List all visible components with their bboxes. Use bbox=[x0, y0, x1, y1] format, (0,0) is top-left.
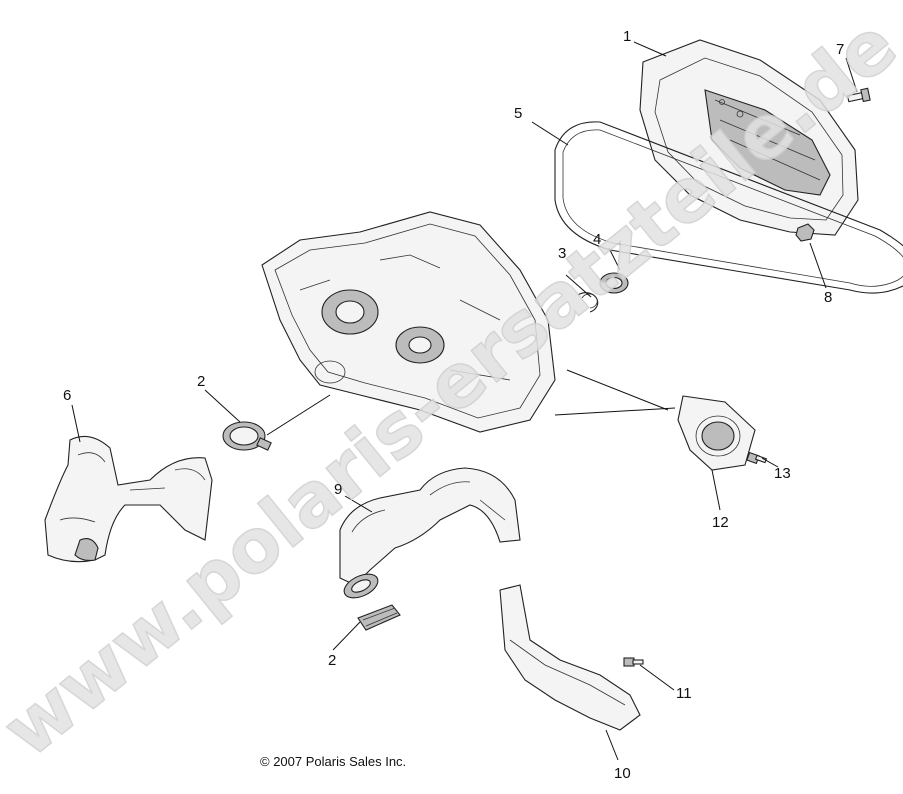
part-outer-clutch-cover bbox=[639, 39, 859, 236]
callout-1: 1 bbox=[623, 28, 631, 45]
part-screw-plate bbox=[746, 451, 768, 465]
callout-7: 7 bbox=[836, 41, 844, 58]
part-screw-shield bbox=[623, 657, 644, 667]
callout-5: 5 bbox=[514, 105, 522, 122]
part-drive-belt bbox=[554, 121, 903, 294]
leader-lines bbox=[71, 41, 858, 761]
part-screw-cover bbox=[846, 87, 871, 103]
callout-2-lower: 2 bbox=[328, 652, 336, 669]
callout-9: 9 bbox=[334, 481, 342, 498]
callout-11: 11 bbox=[676, 685, 692, 702]
callout-8: 8 bbox=[824, 289, 832, 306]
part-hose-clamp-lower bbox=[357, 604, 401, 631]
part-inner-clutch-housing bbox=[261, 211, 556, 433]
copyright-notice: © 2007 Polaris Sales Inc. bbox=[260, 754, 406, 769]
part-outlet-duct bbox=[44, 435, 213, 563]
part-hose-clamp-upper bbox=[222, 421, 272, 451]
part-intake-duct bbox=[339, 467, 521, 599]
callout-6: 6 bbox=[63, 387, 71, 404]
callout-12: 12 bbox=[712, 514, 729, 531]
part-bearing bbox=[599, 272, 629, 294]
callout-4: 4 bbox=[593, 231, 601, 248]
part-seal-plate bbox=[677, 395, 756, 471]
callout-labels: 1 7 5 4 3 8 2 6 13 9 12 2 11 10 bbox=[63, 28, 844, 782]
callout-2-upper: 2 bbox=[197, 373, 205, 390]
part-snap-ring bbox=[577, 292, 599, 313]
callout-10: 10 bbox=[614, 765, 631, 782]
part-splash-shield bbox=[499, 584, 641, 731]
callout-13: 13 bbox=[774, 465, 791, 482]
part-drain-plug bbox=[795, 223, 815, 242]
callout-3: 3 bbox=[558, 245, 566, 262]
watermark: www.polaris-ersatzteile.de bbox=[0, 2, 903, 774]
